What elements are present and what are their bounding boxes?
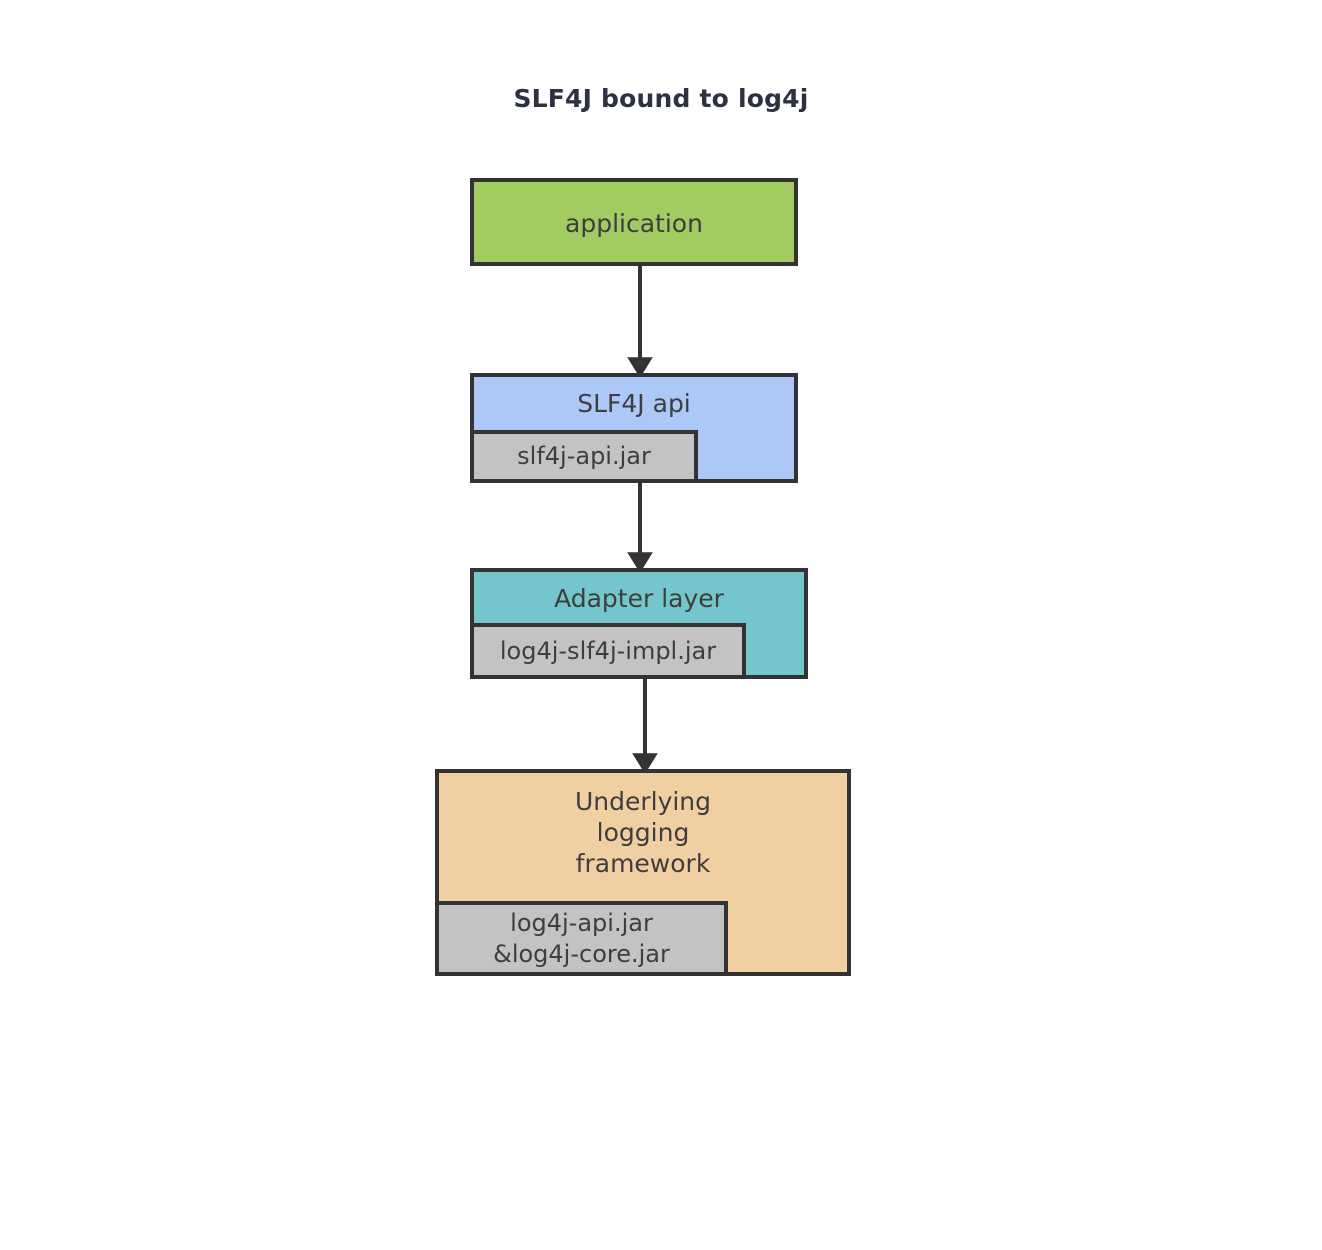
jar-box-underlying[interactable]: log4j-api.jar &log4j-core.jar (435, 901, 728, 976)
jar-box-adapter[interactable]: log4j-slf4j-impl.jar (470, 623, 746, 679)
layer-label-underlying: Underlying logging framework (574, 787, 712, 878)
jar-box-slf4j-api[interactable]: slf4j-api.jar (470, 430, 698, 483)
layer-label-application: application (565, 209, 703, 238)
layer-box-application[interactable]: application (470, 178, 798, 266)
layer-label-slf4j-api: SLF4J api (577, 389, 691, 418)
layer-label-adapter: Adapter layer (554, 584, 724, 613)
diagram-title: SLF4J bound to log4j (513, 84, 809, 113)
